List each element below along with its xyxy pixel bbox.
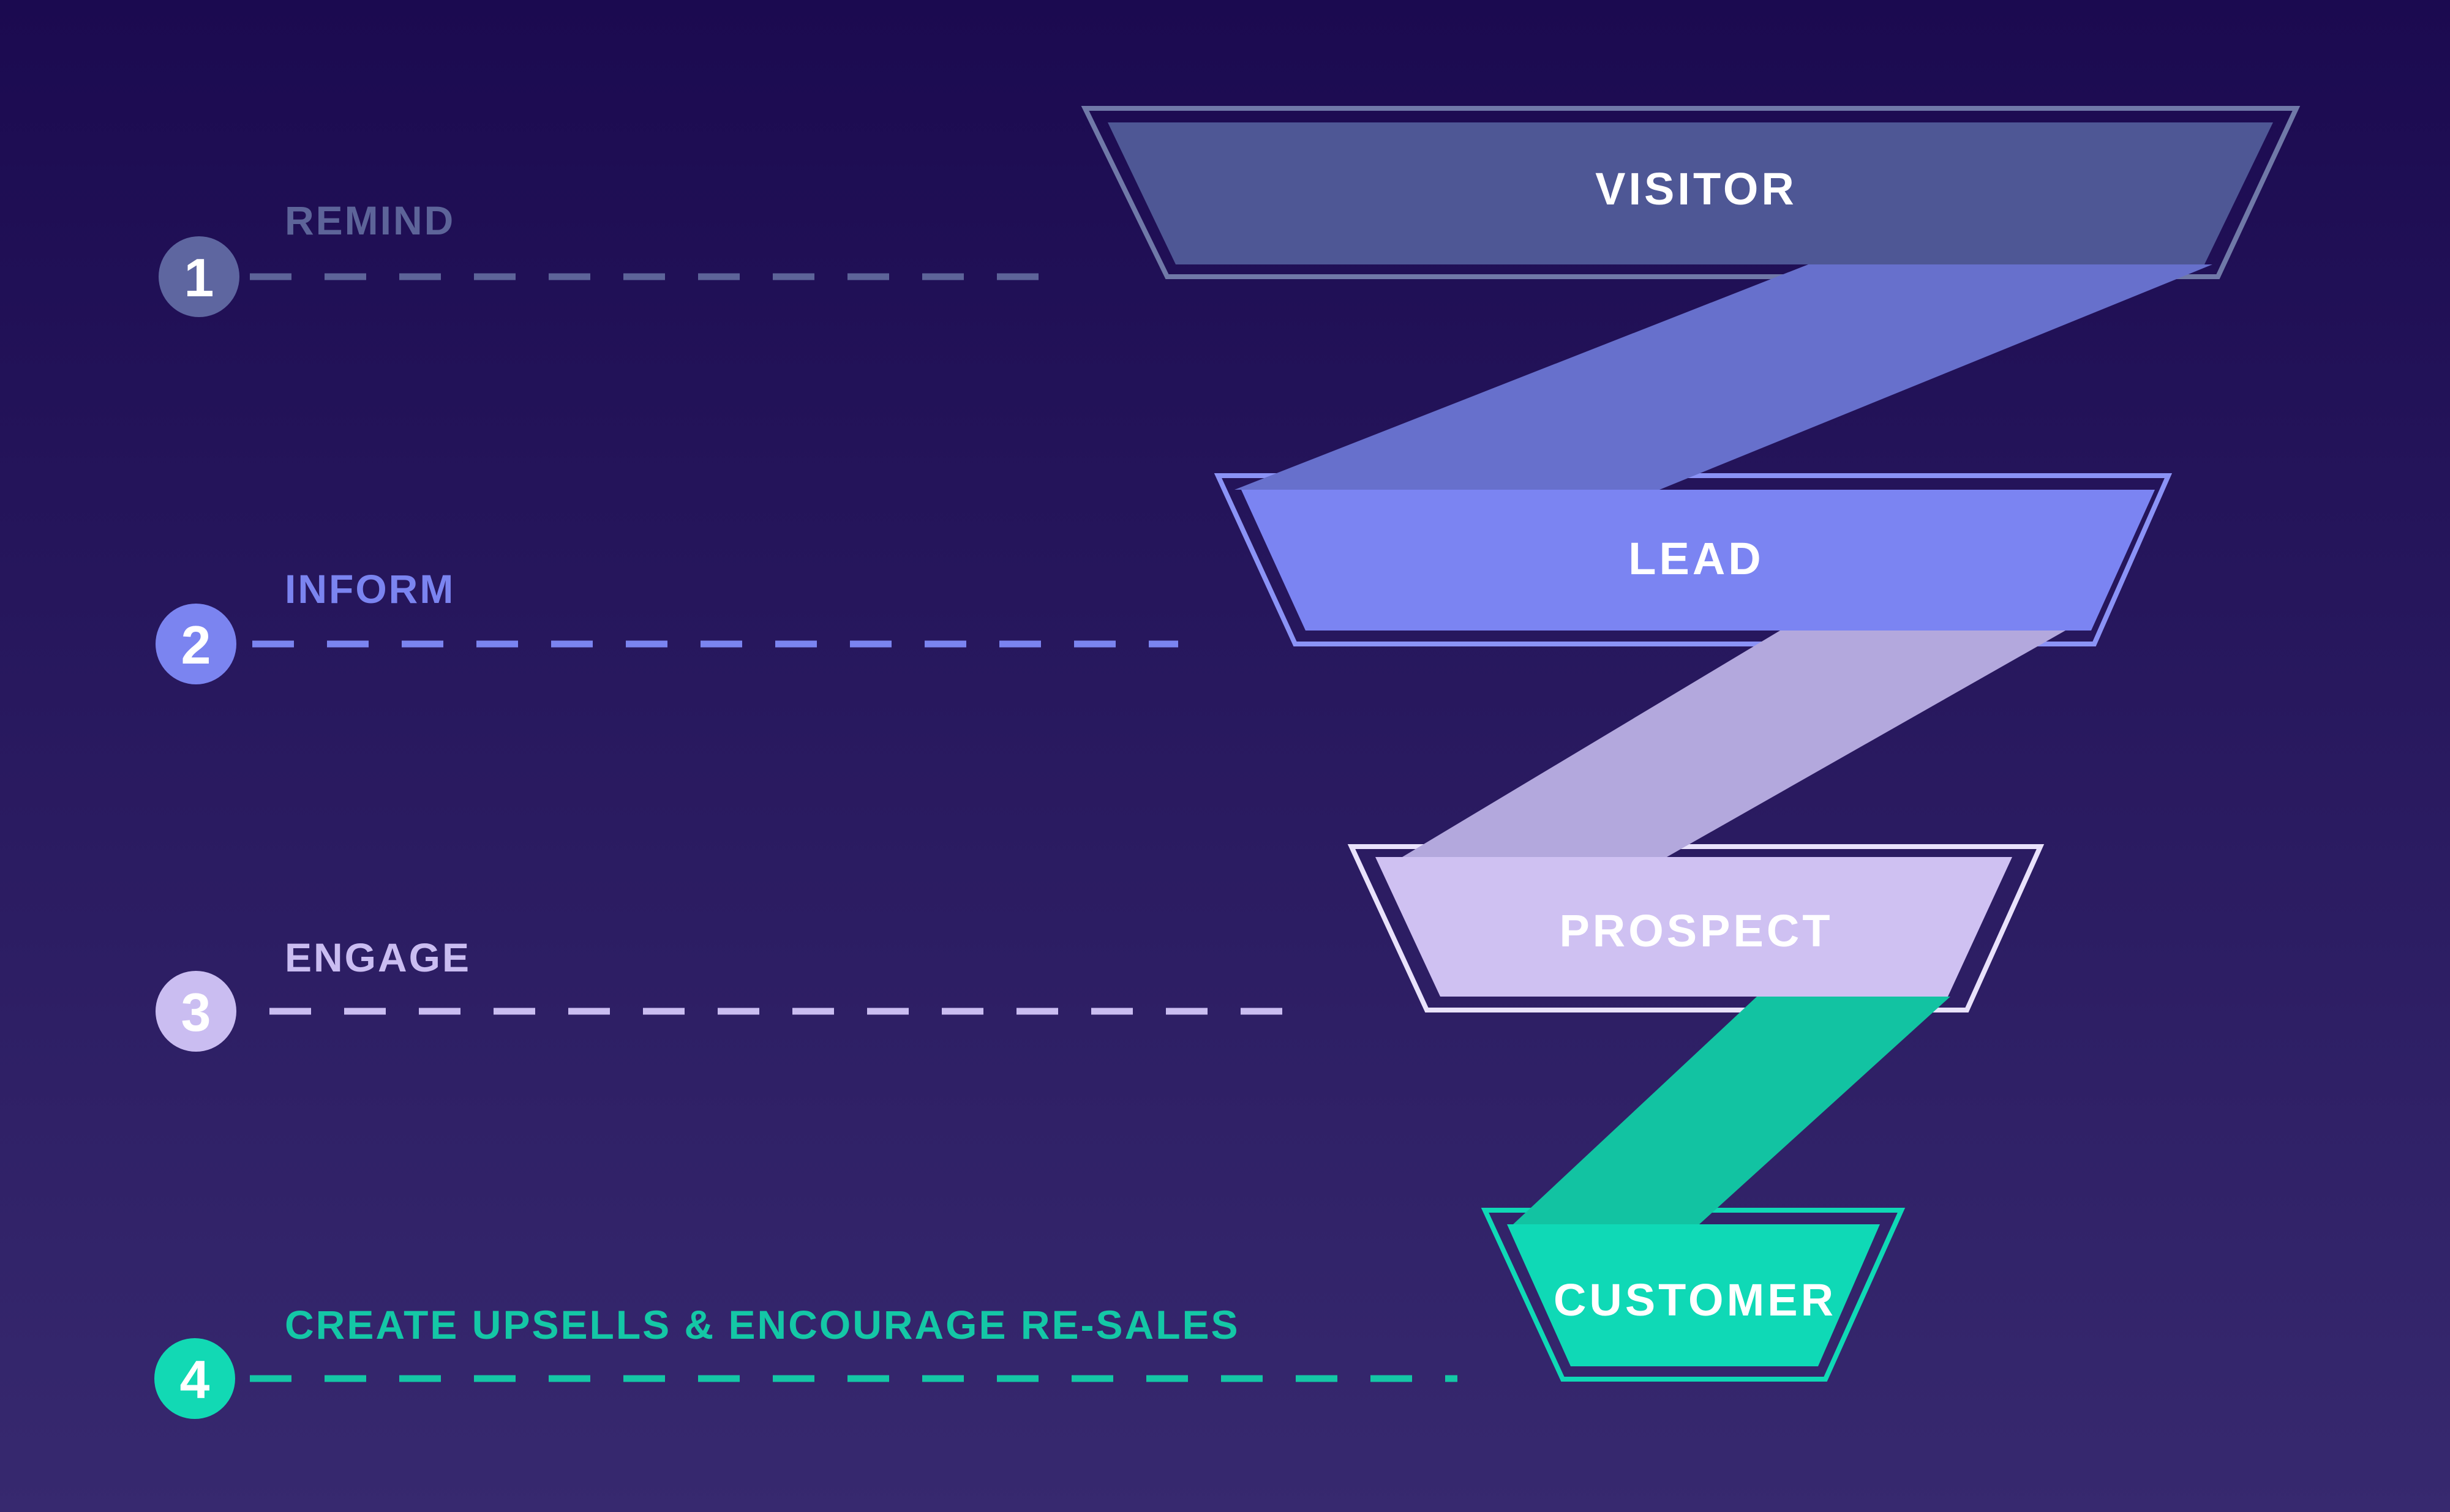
funnel-stage-prospect-label: PROSPECT [1559, 905, 1833, 956]
step-row-2: INFORM 2 [156, 566, 1178, 684]
funnel-stage-customer-outline [1481, 1208, 1906, 1382]
funnel-connector-visitor-to-lead [1234, 264, 2212, 490]
step-2-number-badge [156, 604, 236, 684]
step-3-label: ENGAGE [285, 935, 471, 980]
step-row-1: REMIND 1 [159, 198, 1058, 317]
funnel-connector-lead-to-prospect [1402, 631, 2065, 857]
step-3-number: 3 [181, 982, 211, 1042]
funnel-stage-prospect-outline [1347, 844, 2045, 1012]
step-4-number: 4 [180, 1349, 210, 1410]
funnel-stage-visitor-outline [1081, 106, 2301, 279]
step-row-3: ENGAGE 3 [156, 935, 1308, 1052]
funnel-stage-visitor [1108, 122, 2273, 264]
funnel-stage-customer [1507, 1224, 1880, 1366]
step-2-label: INFORM [285, 566, 455, 612]
funnel-stage-customer-label: CUSTOMER [1554, 1274, 1836, 1325]
step-4-label: CREATE UPSELLS & ENCOURAGE RE-SALES [285, 1302, 1240, 1347]
step-1-label: REMIND [285, 198, 455, 243]
funnel-stage-lead [1241, 490, 2155, 631]
funnel-stage-visitor-label: VISITOR [1595, 163, 1797, 214]
funnel-stage-lead-label: LEAD [1628, 533, 1764, 584]
step-3-number-badge [156, 971, 236, 1052]
funnel-stage-prospect [1375, 857, 2012, 997]
step-row-4: CREATE UPSELLS & ENCOURAGE RE-SALES 4 [154, 1302, 1457, 1419]
funnel-stage-lead-outline [1214, 473, 2173, 646]
step-1-number-badge [159, 236, 239, 317]
step-4-number-badge [154, 1338, 235, 1419]
step-2-number: 2 [181, 615, 211, 675]
step-1-number: 1 [184, 247, 214, 308]
funnel-connector-prospect-to-customer [1513, 997, 1950, 1224]
